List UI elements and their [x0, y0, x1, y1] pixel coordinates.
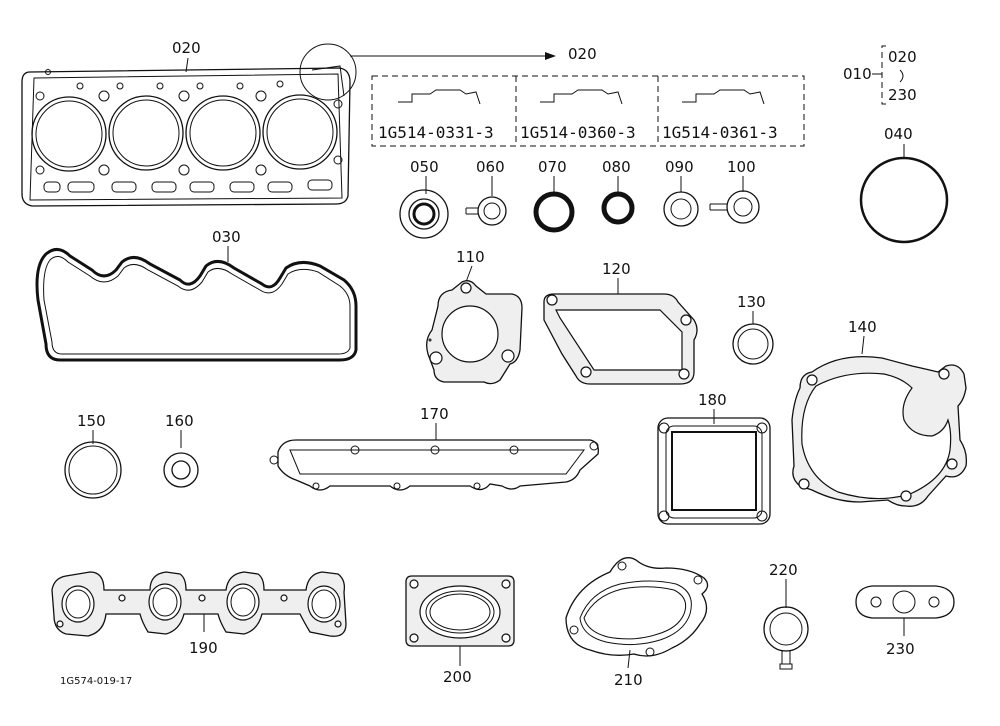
label-110: 110 — [456, 248, 485, 266]
range-from-label: 020 — [888, 48, 917, 66]
label-150: 150 — [77, 412, 106, 430]
variant-part-number-3: 1G514-0361-3 — [662, 123, 778, 142]
part-220-washer-tab[interactable]: 220 — [763, 561, 809, 670]
head-gasket-variants: 020 1G514-0331-3 1G514-0360-3 1G514-0361… — [371, 45, 805, 147]
label-010: 010 — [843, 65, 872, 83]
label-030: 030 — [212, 228, 241, 246]
label-100: 100 — [727, 158, 756, 176]
part-130-ring[interactable]: 130 — [732, 293, 774, 365]
label-220: 220 — [769, 561, 798, 579]
label-200: 200 — [443, 668, 472, 686]
label-230: 230 — [886, 640, 915, 658]
part-160-seal[interactable]: 160 — [163, 412, 199, 488]
part-190-exhaust-manifold-gasket[interactable]: 190 — [51, 571, 347, 657]
part-070-o-ring[interactable]: 070 — [533, 158, 575, 233]
part-060-washer-tab[interactable]: 060 — [465, 158, 507, 226]
part-110-thermostat-gasket[interactable]: 110 — [426, 248, 523, 385]
part-100-washer-tab[interactable]: 100 — [709, 158, 760, 224]
kit-range-bracket: 010 020 230 — [843, 45, 917, 105]
part-230-flange-gasket[interactable]: 230 — [855, 585, 955, 658]
label-190: 190 — [189, 639, 218, 657]
label-090: 090 — [665, 158, 694, 176]
label-180: 180 — [698, 391, 727, 409]
part-180-cover-gasket[interactable]: 180 — [657, 391, 771, 525]
part-080-o-ring[interactable]: 080 — [601, 158, 635, 225]
label-140: 140 — [848, 318, 877, 336]
variant-part-number-1: 1G514-0331-3 — [378, 123, 494, 142]
label-170: 170 — [420, 405, 449, 423]
label-060: 060 — [476, 158, 505, 176]
part-090-washer[interactable]: 090 — [663, 158, 699, 227]
part-210-outlet-gasket[interactable]: 210 — [565, 557, 709, 689]
part-200-turbo-gasket[interactable]: 200 — [405, 575, 515, 686]
part-170-intake-manifold-gasket[interactable]: 170 — [269, 405, 599, 491]
label-160: 160 — [165, 412, 194, 430]
label-020: 020 — [172, 39, 201, 57]
label-130: 130 — [737, 293, 766, 311]
label-020-variants: 020 — [568, 45, 597, 63]
label-050: 050 — [410, 158, 439, 176]
part-020-head-gasket[interactable]: 020 — [21, 39, 556, 207]
part-040-o-ring[interactable]: 040 — [859, 125, 949, 244]
label-070: 070 — [538, 158, 567, 176]
label-080: 080 — [602, 158, 631, 176]
label-120: 120 — [602, 260, 631, 278]
variant-part-number-2: 1G514-0360-3 — [520, 123, 636, 142]
part-120-cover-gasket[interactable]: 120 — [543, 260, 698, 385]
label-040: 040 — [884, 125, 913, 143]
part-140-water-pump-gasket[interactable]: 140 — [791, 318, 968, 507]
part-030-rocker-cover-gasket[interactable]: 030 — [35, 228, 358, 362]
range-to-label: 230 — [888, 86, 917, 104]
part-050-seal[interactable]: 050 — [399, 158, 449, 239]
part-150-ring[interactable]: 150 — [64, 412, 122, 499]
diagram-reference-code: 1G574-019-17 — [60, 676, 132, 687]
label-210: 210 — [614, 671, 643, 689]
